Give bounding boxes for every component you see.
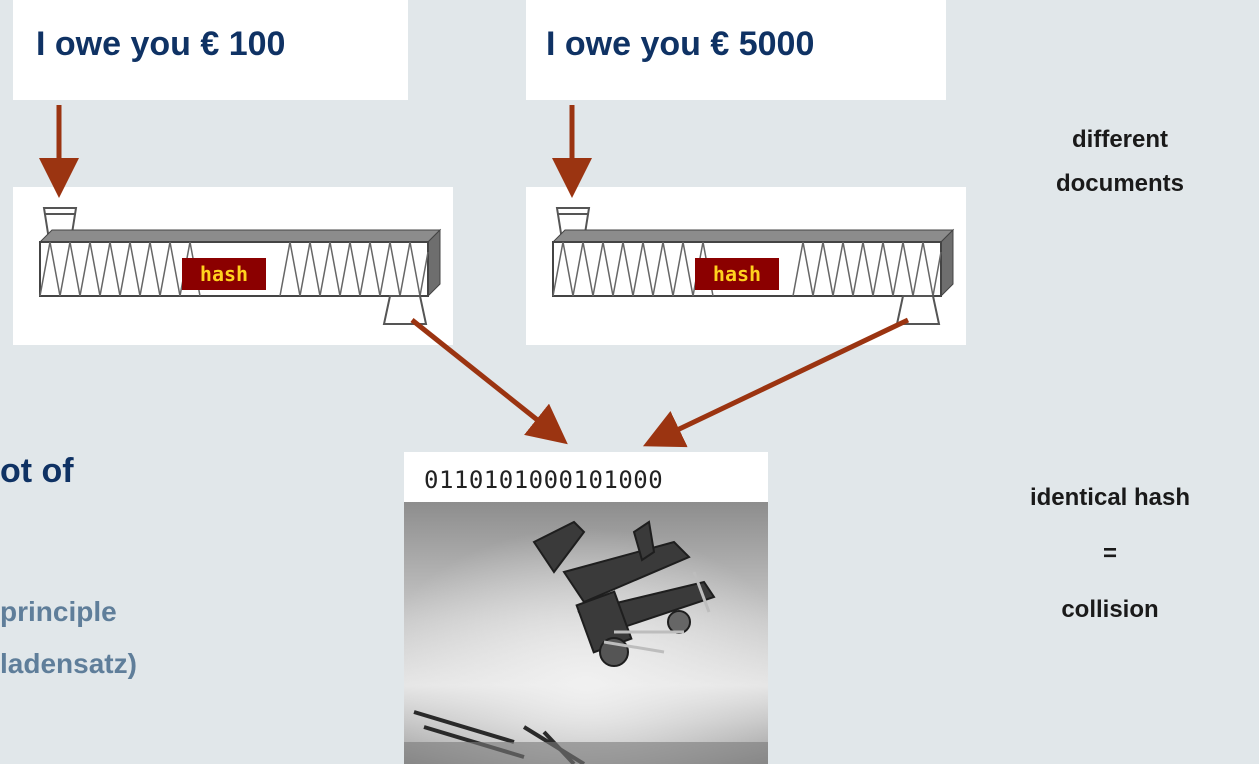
different-label-line-1: different (1072, 126, 1168, 153)
background-heading-fragment: ot of (0, 452, 74, 490)
background-bullet-fragment-1: principle (0, 596, 117, 627)
collision-label-line-2: = (1102, 540, 1117, 567)
different-documents-label: different documents (1000, 118, 1240, 206)
collision-label: identical hash = collision (960, 470, 1259, 638)
arrow-left-machine-to-hash (410, 318, 568, 445)
document-label-5000: I owe you € 5000 (546, 25, 815, 63)
hash-label-right: hash (713, 262, 761, 286)
background-bullet-fragment-2: ladensatz) (0, 648, 137, 679)
collision-label-line-3: collision (1061, 596, 1159, 623)
hash-machine-left: hash (38, 207, 442, 325)
collision-label-line-1: identical hash (1029, 484, 1191, 511)
arrow-right-machine-to-hash (642, 317, 910, 448)
document-label-100: I owe you € 100 (36, 25, 286, 63)
document-box-5000 (526, 0, 946, 100)
result-hash-bits: 0110101000101000 (424, 466, 664, 494)
hash-label-left: hash (200, 262, 248, 286)
crash-photo (404, 502, 768, 764)
document-box-100 (13, 0, 408, 100)
hash-machine-right: hash (551, 207, 955, 325)
different-label-line-2: documents (1055, 170, 1184, 197)
